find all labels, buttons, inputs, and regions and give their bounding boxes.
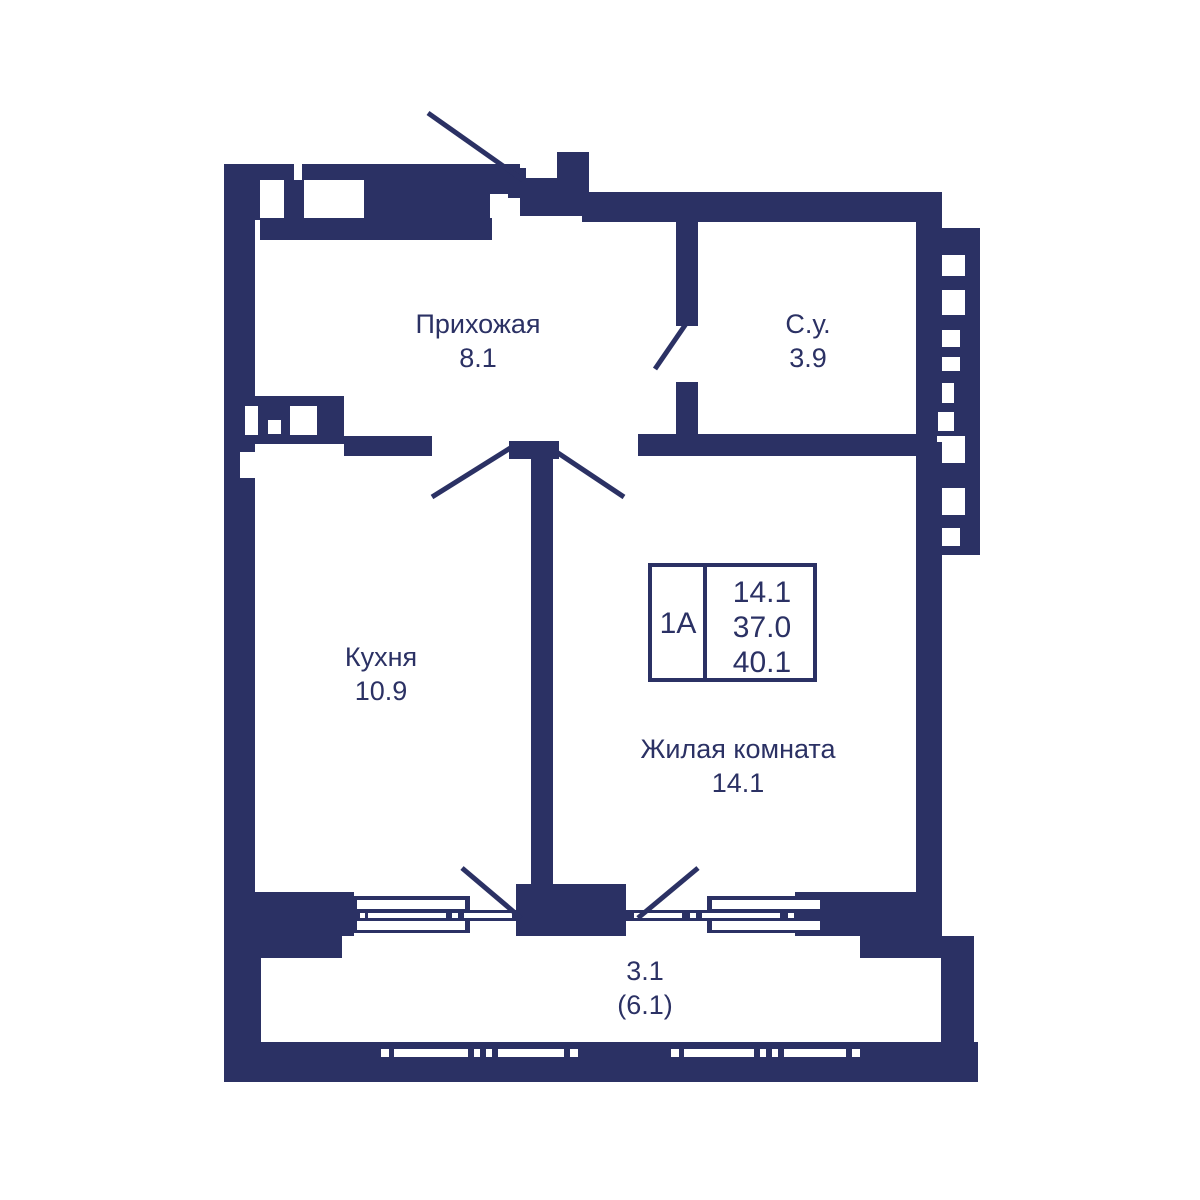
balcony-glass-right-2 [684,1049,754,1057]
balcony-glass-left-6 [570,1049,578,1057]
balcony-glass-right-4 [772,1049,778,1057]
wall-balcony-bottom [256,1042,978,1082]
window-living-rail-gap-4 [788,913,794,918]
shaft-right-opening-3 [941,330,960,347]
balcony-glass-left-4 [486,1049,492,1057]
wall-balcony-left [224,936,261,1082]
wall-hallway-lower-divider [344,436,432,456]
walls-group [224,110,980,1082]
balcony-glass-left-5 [498,1049,564,1057]
balcony-glazing-right [671,1049,860,1057]
wall-top-left-segment [224,164,260,220]
wall-top-niche-piece-a [260,164,294,180]
balcony-glass-right-5 [784,1049,846,1057]
room-label-bathroom: С.у. [785,309,830,339]
living-room-door-swing-line [550,446,626,500]
window-living-glass-1 [712,900,820,909]
wall-left-lower [224,468,255,898]
window-kitchen-rail-gap-1 [360,913,365,918]
summary-badge-outline [648,563,817,682]
wall-top-band [364,164,520,194]
wall-top-niche-col-1 [284,180,304,218]
wall-bottom-left-pier [224,892,354,936]
balcony-area-full: (6.1) [617,990,673,1020]
summary-badge: 1А 14.1 37.0 40.1 [648,563,817,682]
entry-door-swing-line [426,110,525,183]
shaft-left-opening-1 [245,406,258,435]
shaft-right-opening-6 [938,412,954,431]
room-area-living-room: 14.1 [712,768,765,798]
room-labels-group: Прихожая 8.1 С.у. 3.9 Кухня 10.9 Жилая к… [345,309,837,798]
shaft-right-opening-1 [937,255,965,276]
shaft-left-opening-2 [268,420,281,434]
summary-badge-total-with-balcony: 40.1 [733,646,791,679]
wall-top-left-inner-band [260,218,492,240]
wall-center-partition [531,452,553,898]
balcony-area: 3.1 [626,956,664,986]
balcony-glass-right-1 [671,1049,679,1057]
balcony-glass-left-2 [394,1049,468,1057]
room-area-kitchen: 10.9 [355,676,408,706]
window-living-rail-gap-1 [634,913,682,918]
balcony-glass-right-3 [760,1049,766,1057]
summary-badge-living-area: 14.1 [733,576,791,609]
balcony-glazing-left [381,1049,578,1057]
wall-right-lower [916,442,942,898]
window-kitchen-glass-2 [357,921,465,930]
balcony-labels-group: 3.1 (6.1) [617,956,673,1020]
balcony-glass-left-1 [381,1049,389,1057]
room-label-hallway: Прихожая [415,309,540,339]
room-label-living-room: Жилая комната [640,734,836,764]
window-kitchen-rail-gap-4 [464,913,512,918]
window-living-rail-gap-3 [702,913,780,918]
living-balcony-door-swing-line [636,866,700,920]
wall-top-right-band [582,192,942,222]
wall-bathroom-left-upper [676,216,698,321]
shaft-left-opening-4 [240,452,262,478]
shaft-left-block [224,396,344,444]
balcony-glass-left-3 [474,1049,480,1057]
window-living-rail-gap-2 [690,913,696,918]
room-area-hallway: 8.1 [459,343,497,373]
window-living-glass-2 [712,921,820,930]
summary-badge-total-area: 37.0 [733,611,791,644]
wall-top-band-thick [364,194,490,220]
window-unit-living-room [626,896,825,933]
bathroom-door-swing-line [652,316,693,371]
window-kitchen-rail-gap-2 [368,913,446,918]
shaft-right-opening-4 [941,357,960,371]
window-kitchen-rail-gap-3 [452,913,458,918]
wall-balcony-top-left-return [224,936,342,958]
wall-bottom-center-pier [516,884,626,936]
wall-bathroom-bottom [638,434,930,456]
wall-right-upper [916,222,942,442]
wall-top-niche-piece-b [302,164,364,180]
shaft-right-opening-9 [941,528,960,546]
balcony-glass-right-6 [852,1049,860,1057]
wall-bathroom-left-lower [676,382,698,450]
kitchen-door-swing-line [430,444,514,500]
summary-badge-type-label: 1А [660,607,697,640]
window-kitchen-glass-1 [357,900,465,909]
kitchen-balcony-door-swing-line [460,866,523,920]
shaft-left-opening-3 [290,406,317,435]
room-label-kitchen: Кухня [345,642,417,672]
window-unit-kitchen [352,896,522,933]
room-area-bathroom: 3.9 [789,343,827,373]
wall-balcony-top-right-return [860,936,974,958]
